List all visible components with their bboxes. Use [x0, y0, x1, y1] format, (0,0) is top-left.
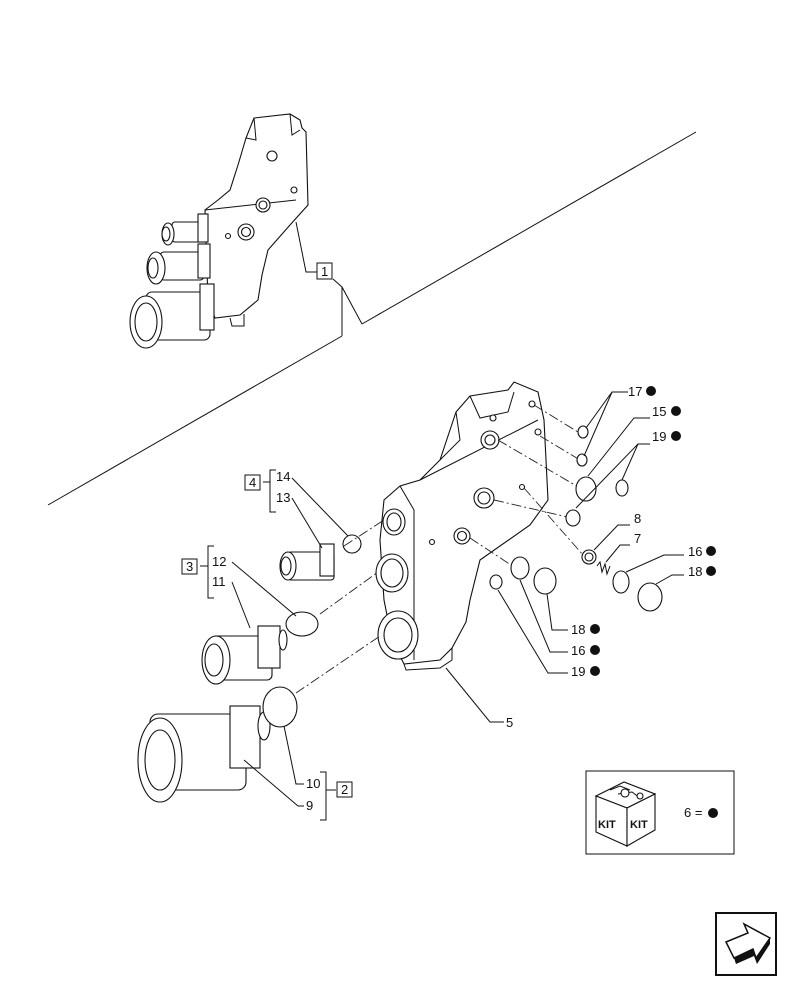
centerline-13: [343, 519, 385, 547]
coupler-13: [279, 543, 335, 581]
leader-12: [231, 561, 297, 617]
seal-18a: [533, 567, 557, 595]
label-13: 13: [276, 490, 290, 505]
leader-14: [291, 477, 349, 537]
bullet-dot-icon: [706, 546, 716, 556]
label-10: 10: [306, 776, 320, 791]
centerline-17b: [539, 435, 581, 461]
label-9: 9: [306, 798, 313, 813]
callout-4: 4: [249, 475, 256, 490]
leader-8: [593, 524, 630, 551]
seal-18b: [637, 582, 663, 612]
centerline-17a: [533, 404, 579, 433]
callout-2: 2: [341, 782, 348, 797]
bullet-dot-icon: [646, 386, 656, 396]
separator-line: [361, 131, 697, 325]
check-valve-8: [581, 549, 597, 565]
callout-box-2: [336, 781, 353, 798]
valve-assembly-overview: [129, 113, 309, 349]
label-17: 17: [628, 384, 642, 399]
leader-17: [583, 391, 628, 457]
bracket-2: [320, 771, 336, 821]
kit-label-right: KIT: [630, 819, 648, 831]
label-19-top: 19: [652, 429, 666, 444]
centerline-15: [497, 439, 581, 489]
label-15: 15: [652, 404, 666, 419]
o-ring-14: [342, 534, 362, 554]
centerline-9: [295, 635, 381, 694]
callout-box-4: [244, 474, 261, 491]
leader-19-top: [575, 443, 650, 509]
centerline-11: [319, 571, 379, 615]
seal-17b: [576, 453, 588, 467]
leader-19-bottom: [497, 589, 568, 674]
bullet-dot-icon: [671, 406, 681, 416]
coupler-9: [137, 705, 271, 803]
bullet-dot-icon: [590, 645, 600, 655]
label-19-bottom: 19: [571, 664, 585, 679]
bracket-4: [263, 469, 276, 513]
label-12: 12: [212, 554, 226, 569]
seal-19a: [615, 479, 629, 497]
leader-5: [445, 667, 504, 723]
leader-1-b: [332, 278, 363, 336]
leader-15: [587, 417, 650, 477]
callout-1: 1: [321, 264, 328, 279]
bullet-dot-icon: [671, 431, 681, 441]
leader-1: [295, 221, 318, 273]
leader-16-right: [625, 554, 684, 573]
o-ring-12: [285, 611, 319, 637]
label-7: 7: [634, 531, 641, 546]
separator-line-lower: [47, 335, 343, 506]
coupler-11: [201, 625, 288, 685]
label-5: 5: [506, 715, 513, 730]
label-18-right: 18: [688, 564, 702, 579]
leader-16-bottom: [519, 579, 568, 653]
label-14: 14: [276, 469, 290, 484]
label-18-bottom: 18: [571, 622, 585, 637]
kit-legend: KIT KIT 6 =: [585, 770, 735, 855]
leader-18-bottom: [546, 593, 568, 631]
leader-13: [291, 497, 323, 549]
label-16-bottom: 16: [571, 643, 585, 658]
label-16-right: 16: [688, 544, 702, 559]
valve-body: [375, 381, 549, 671]
bullet-dot-icon: [706, 566, 716, 576]
label-8: 8: [634, 511, 641, 526]
leader-11: [231, 581, 251, 629]
seal-16a: [510, 556, 530, 580]
kit-label-left: KIT: [598, 819, 616, 831]
seal-16b: [612, 570, 630, 594]
centerline-8: [523, 487, 585, 557]
kit-legend-text: 6 =: [684, 805, 702, 820]
leader-9: [243, 759, 304, 807]
o-ring-10: [262, 686, 298, 728]
seal-19c: [489, 574, 503, 590]
callout-box-1: [316, 262, 333, 280]
seal-19b: [565, 509, 581, 527]
label-11: 11: [212, 574, 226, 589]
bullet-dot-icon: [708, 808, 718, 818]
seal-17a: [577, 425, 589, 439]
bracket-3: [200, 545, 214, 599]
leader-7: [605, 544, 630, 563]
callout-3: 3: [186, 559, 193, 574]
bullet-dot-icon: [590, 666, 600, 676]
centerline-19: [493, 499, 573, 519]
bullet-dot-icon: [590, 624, 600, 634]
callout-box-3: [181, 558, 198, 575]
leader-10: [283, 725, 304, 785]
centerline-16: [469, 537, 515, 568]
kit-box-icon: KIT KIT: [594, 781, 657, 847]
leader-18-right: [655, 574, 684, 585]
seal-15: [575, 476, 597, 502]
next-page-arrow-icon[interactable]: [715, 912, 777, 976]
spring-7: [596, 560, 611, 576]
